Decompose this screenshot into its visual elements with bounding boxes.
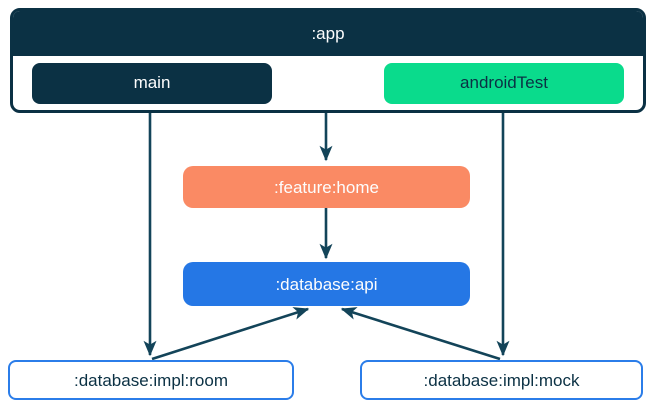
- node-main-label: main: [133, 73, 171, 92]
- node-database-api: :database:api: [183, 262, 470, 306]
- node-app-header: :app: [13, 11, 643, 56]
- node-feature-home-label: :feature:home: [274, 177, 379, 197]
- node-database-impl-mock: :database:impl:mock: [360, 360, 643, 400]
- node-androidtest-label: androidTest: [460, 73, 548, 92]
- edge-impl-room-to-database-api: [151, 307, 310, 361]
- node-app: :app main androidTest: [10, 8, 646, 113]
- node-feature-home: :feature:home: [183, 166, 470, 208]
- node-database-impl-room: :database:impl:room: [8, 360, 294, 400]
- node-app-label: :app: [311, 23, 345, 43]
- node-app-body: main androidTest: [13, 56, 643, 110]
- node-main: main: [32, 62, 272, 104]
- node-androidtest: androidTest: [384, 62, 624, 104]
- node-database-impl-mock-label: :database:impl:mock: [423, 370, 580, 390]
- node-database-impl-room-label: :database:impl:room: [73, 370, 229, 390]
- edge-impl-mock-to-database-api: [340, 307, 501, 361]
- node-database-api-label: :database:api: [275, 274, 378, 294]
